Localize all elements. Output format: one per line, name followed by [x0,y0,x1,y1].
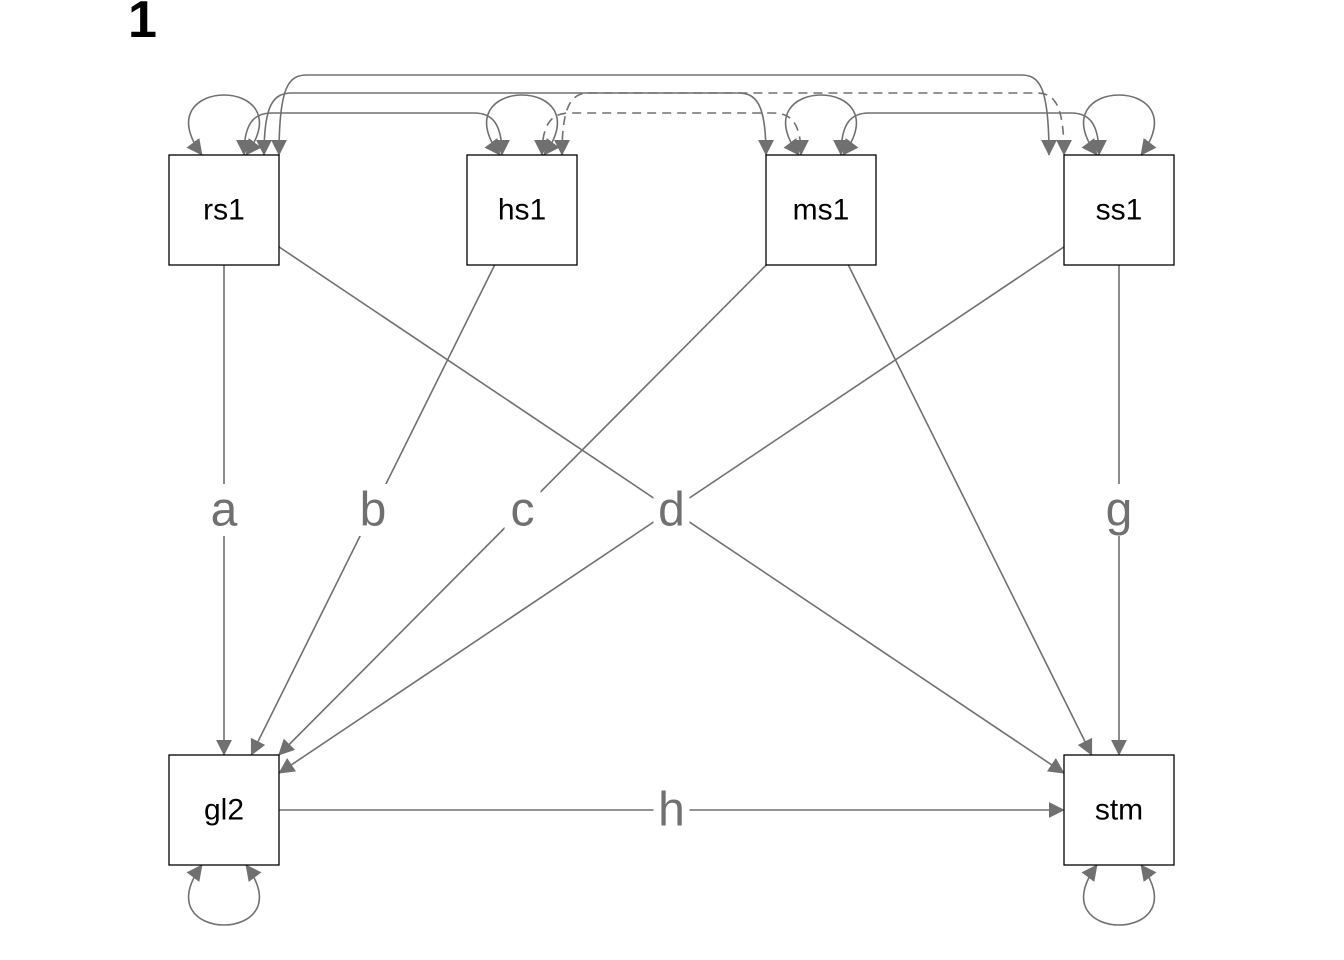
node-label: rs1 [203,194,245,227]
variance-hs1 [484,94,560,156]
node-box [765,154,877,266]
node-label: hs1 [498,194,546,227]
edge-labels-layer: a b c d g h [206,484,1137,837]
edge-label-bg [206,484,242,536]
nodes-layer: rs1 hs1 ms1 ss1 gl2 stm [168,154,1175,866]
edge-label-a: a [211,484,238,537]
edge-label-bg [1101,484,1137,536]
edge-label-c: c [511,484,535,537]
node-rs1: rs1 [168,154,280,266]
edge-label-g: g [1106,484,1133,537]
node-gl2: gl2 [168,754,280,866]
node-box [1063,154,1175,266]
covariance-rs1-ss1 [271,74,1057,156]
node-hs1: hs1 [466,154,578,266]
edge-label-bg [653,784,690,836]
covariance-hs1-ms1 [534,112,809,156]
node-stm: stm [1063,754,1175,866]
edge-label-bg [355,484,391,536]
node-ms1: ms1 [765,154,877,266]
node-box [1063,754,1175,866]
variance-ss1 [1081,94,1157,156]
node-label: gl2 [204,794,244,827]
covariance-ms1-ss1 [833,112,1107,156]
edge-label-h: h [658,784,685,837]
variance-stm [1081,864,1157,926]
edge-label-bg [653,484,690,536]
variance-gl2 [186,864,262,926]
node-box [466,154,578,266]
node-label: ms1 [793,194,850,227]
panel-label: 1 [128,0,157,49]
node-label: stm [1095,794,1143,827]
variance-rs1 [186,94,262,156]
edge-label-bg [504,484,541,536]
node-ss1: ss1 [1063,154,1175,266]
node-box [168,154,280,266]
edge-label-d: d [658,484,685,537]
node-label: ss1 [1096,194,1143,227]
path-ms1-stm [847,264,1093,756]
covariance-rs1-ms1 [256,92,774,156]
node-box [168,754,280,866]
edge-label-b: b [360,484,387,537]
covariance-hs1-ss1 [554,92,1072,156]
covariance-rs1-hs1 [236,112,510,156]
variance-ms1 [783,94,859,156]
